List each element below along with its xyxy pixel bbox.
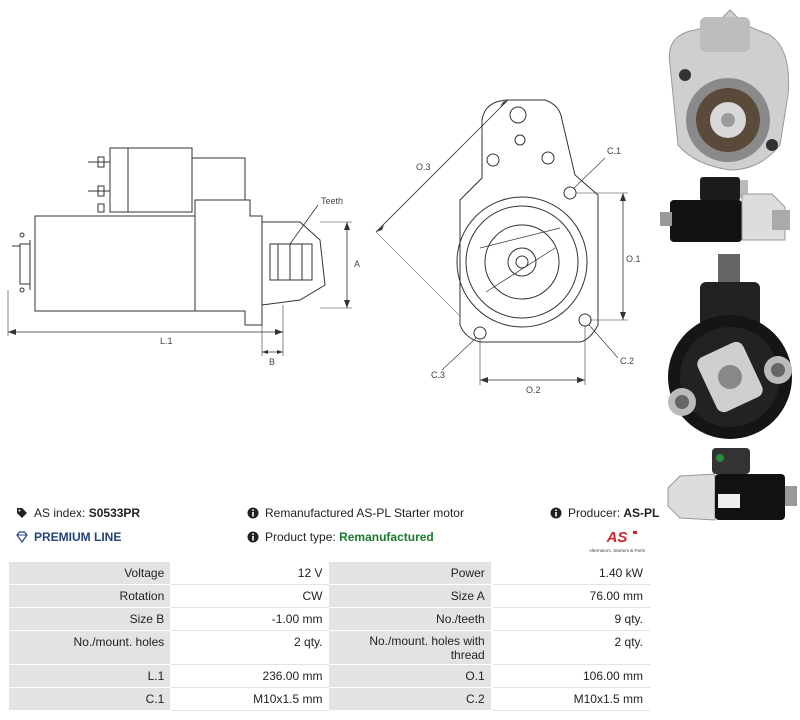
dim-c1-label: C.1 [607, 146, 621, 156]
diamond-icon [16, 531, 28, 543]
table-row: C.1 M10x1.5 mm C.2 M10x1.5 mm [7, 687, 651, 711]
premium-line: PREMIUM LINE [16, 530, 121, 544]
technical-drawing: Teeth A L.1 B [7, 99, 641, 395]
spec-value: M10x1.5 mm [490, 687, 651, 711]
spec-label: No./mount. holes [7, 630, 172, 665]
spec-value: 236.00 mm [170, 664, 330, 688]
spec-label: Voltage [7, 561, 172, 585]
table-row: Rotation CW Size A 76.00 mm [7, 584, 651, 608]
spec-value: CW [170, 584, 330, 608]
front-view-drawing: O.3 O.1 O.2 C.1 C.2 C.3 [375, 99, 641, 395]
dim-a-label: A [354, 259, 360, 269]
spec-label: O.1 [328, 664, 492, 688]
photo-front[interactable] [660, 5, 800, 175]
spec-value: 106.00 mm [490, 664, 651, 688]
table-row: L.1 236.00 mm O.1 106.00 mm [7, 664, 651, 688]
producer-value: AS-PL [623, 506, 660, 520]
dim-l1-label: L.1 [160, 336, 173, 346]
producer-label: Producer: [568, 506, 621, 520]
spec-value: 2 qty. [170, 630, 330, 665]
spec-label: L.1 [7, 664, 172, 688]
producer: Producer: AS-PL [550, 506, 659, 520]
product-info: AS index: S0533PR PREMIUM LINE Remanufac… [0, 500, 660, 560]
spec-value: 2 qty. [490, 630, 651, 665]
photo-side-2[interactable] [660, 446, 800, 526]
info-icon [550, 507, 562, 519]
spec-label: Size B [7, 607, 172, 631]
spec-label: Rotation [7, 584, 172, 608]
spec-label: Power [328, 561, 492, 585]
spec-value: 9 qty. [490, 607, 651, 631]
tag-icon [17, 508, 27, 518]
spec-value: -1.00 mm [170, 607, 330, 631]
photo-side[interactable] [660, 172, 800, 247]
brand-logo: AS Alternators, Starters & Parts [583, 527, 651, 555]
info-icon [247, 507, 259, 519]
product-type-label: Product type: [265, 530, 336, 544]
table-row: No./mount. holes 2 qty. No./mount. holes… [7, 630, 651, 665]
product-type-value: Remanufactured [339, 530, 434, 544]
spec-label: No./teeth [328, 607, 492, 631]
spec-value: 1.40 kW [490, 561, 651, 585]
info-icon [247, 531, 259, 543]
photo-back[interactable] [660, 252, 800, 442]
product-type: Product type: Remanufactured [247, 530, 434, 544]
product-photos [660, 0, 800, 560]
spec-value: 12 V [170, 561, 330, 585]
as-index-label: AS index: [34, 506, 86, 520]
dim-o2-label: O.2 [526, 385, 541, 395]
specs-table: Voltage 12 V Power 1.40 kW Rotation CW S… [7, 561, 651, 711]
spec-label: C.1 [7, 687, 172, 711]
description-text: Remanufactured AS-PL Starter motor [265, 506, 464, 520]
as-index: AS index: S0533PR [16, 506, 140, 520]
spec-value: 76.00 mm [490, 584, 651, 608]
dim-c2-label: C.2 [620, 356, 634, 366]
brand-logo-text: AS [606, 529, 628, 546]
spec-label: No./mount. holes with thread [328, 630, 492, 665]
dim-o3-label: O.3 [416, 162, 431, 172]
spec-label: C.2 [328, 687, 492, 711]
dim-c3-label: C.3 [431, 370, 445, 380]
teeth-label: Teeth [321, 196, 343, 206]
product-description: Remanufactured AS-PL Starter motor [247, 506, 464, 520]
spec-value: M10x1.5 mm [170, 687, 330, 711]
table-row: Voltage 12 V Power 1.40 kW [7, 561, 651, 585]
as-index-value[interactable]: S0533PR [88, 506, 141, 520]
side-view-drawing: Teeth A L.1 B [7, 147, 360, 367]
brand-tagline: Alternators, Starters & Parts [589, 548, 646, 553]
dim-b-label: B [269, 357, 275, 367]
table-row: Size B -1.00 mm No./teeth 9 qty. [7, 607, 651, 631]
spec-label: Size A [328, 584, 492, 608]
dim-o1-label: O.1 [626, 254, 641, 264]
premium-line-label: PREMIUM LINE [34, 530, 122, 544]
